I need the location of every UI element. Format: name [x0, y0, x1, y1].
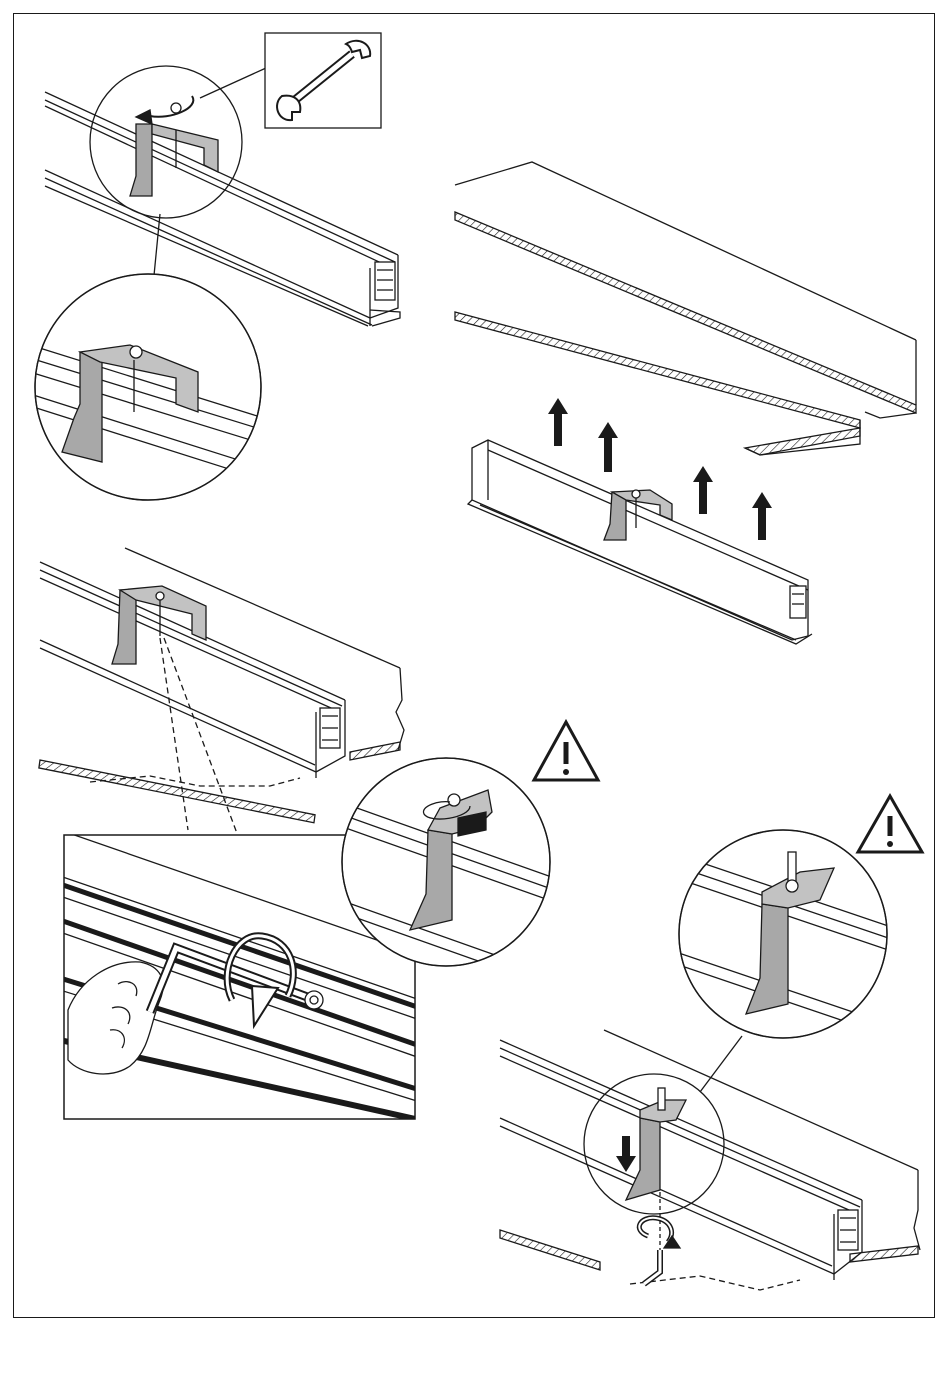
rotate-arrow-icon — [136, 96, 193, 124]
warning-triangle-icon — [858, 796, 922, 852]
panel-step-3 — [37, 548, 598, 1120]
track-rail-bottom-right — [500, 1040, 862, 1280]
panel-step-4 — [500, 796, 922, 1290]
zoom-detail-1 — [30, 274, 270, 500]
track-rail-right — [468, 440, 812, 644]
ceiling-board-lower — [455, 312, 860, 455]
mounting-bracket — [112, 586, 206, 664]
warning-triangle-icon — [534, 722, 598, 780]
zoom-detail-3 — [670, 830, 900, 1040]
panel-step-2 — [455, 162, 916, 644]
ceiling-board-bottom-right — [500, 1030, 920, 1290]
panel-step-1 — [30, 33, 400, 500]
down-arrow-icon — [616, 1136, 636, 1172]
track-rail-middle-left — [40, 562, 345, 778]
hex-key-icon — [644, 1250, 660, 1284]
